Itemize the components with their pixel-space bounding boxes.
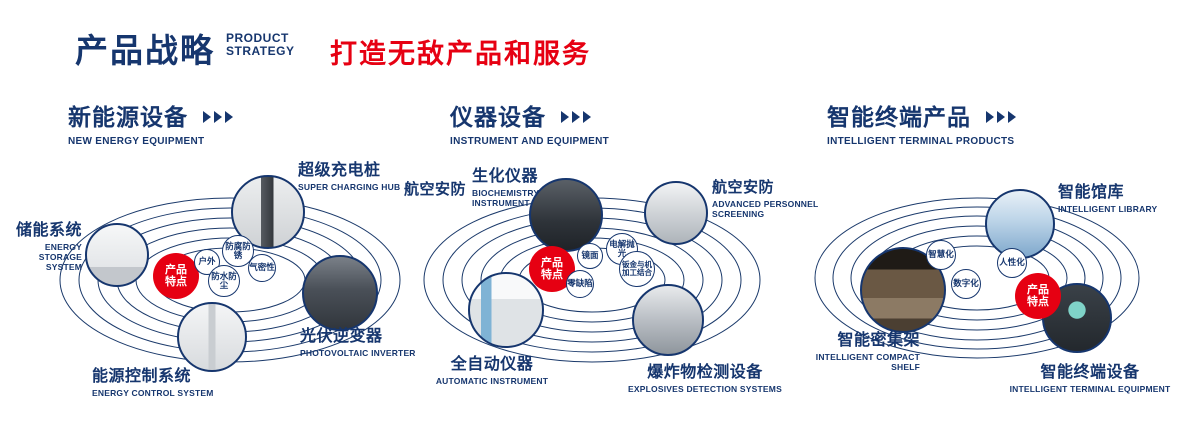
triple-arrow-icon: [200, 102, 233, 129]
feature-bubble-waterproof: 防水防尘: [208, 265, 240, 297]
label-zh: 超级充电桩: [298, 162, 381, 179]
label-zh: 智能终端设备: [1040, 364, 1140, 381]
section-subtitle-new-energy: NEW ENERGY EQUIPMENT: [68, 136, 205, 147]
label-intelligent-terminal-equipment: 智能终端设备 INTELLIGENT TERMINAL EQUIPMENT: [1005, 358, 1175, 394]
feature-bubble-humanized: 人性化: [997, 248, 1027, 278]
label-intelligent-compact-shelf: 智能密集架 INTELLIGENT COMPACT SHELF: [812, 326, 920, 372]
feature-label: 电解抛光: [609, 238, 635, 258]
label-photovoltaic-inverter: 光伏逆变器 PHOTOVOLTAIC INVERTER: [300, 322, 420, 358]
feature-label: 钣金与机加工结合: [622, 259, 652, 277]
label-zh: 能源控制系统: [92, 368, 192, 385]
page-title-en: PRODUCT STRATEGY: [226, 32, 294, 58]
photo-aviation-security: [644, 181, 708, 245]
orbit-diagram-terminal: 产品特点 智慧化 人性化 数字化 智能馆库 INTELLIGENT LIBRAR…: [810, 150, 1200, 422]
product-features-badge: 产品特点: [153, 253, 199, 299]
orbit-diagram-new-energy: 产品特点 户外 防腐防锈 气密性 防水防尘 超级充电桩 SUPER CHARGI…: [0, 150, 460, 422]
label-en: SUPER CHARGING HUB: [298, 182, 401, 192]
label-intelligent-library: 智能馆库 INTELLIGENT LIBRARY: [1058, 178, 1188, 214]
product-features-badge: 产品特点: [1015, 273, 1061, 319]
page-title: 产品战略: [75, 32, 215, 69]
label-en: ENERGY STORAGE SYSTEM: [38, 242, 82, 272]
photo-super-charging-hub: [231, 175, 305, 249]
label-energy-storage: 储能系统 ENERGY STORAGE SYSTEM: [2, 216, 82, 272]
label-super-charging-hub: 超级充电桩 SUPER CHARGING HUB: [298, 156, 408, 192]
feature-label: 防腐防锈: [225, 240, 251, 260]
photo-explosives-detection: [632, 284, 704, 356]
photo-energy-storage: [85, 223, 149, 287]
page-title-en-line1: PRODUCT: [226, 31, 289, 45]
slogan: 打造无敌产品和服务: [330, 39, 591, 69]
product-features-badge-label: 产品特点: [165, 264, 187, 288]
label-en: INTELLIGENT TERMINAL EQUIPMENT: [1009, 384, 1171, 394]
section-title-terminal: 智能终端产品: [827, 104, 971, 130]
section-title-instrument: 仪器设备: [450, 104, 546, 130]
feature-bubble-zero-defect: 零缺陷: [566, 270, 594, 298]
triple-arrow-icon: [983, 102, 1016, 129]
photo-photovoltaic-inverter: [302, 255, 378, 331]
label-en: ENERGY CONTROL SYSTEM: [92, 388, 214, 398]
label-en: AUTOMATIC INSTRUMENT: [435, 376, 549, 386]
feature-label: 气密性: [249, 262, 275, 273]
label-en: EXPLOSIVES DETECTION SYSTEMS: [628, 384, 782, 394]
label-automatic-instrument: 全自动仪器 AUTOMATIC INSTRUMENT: [422, 350, 562, 386]
label-zh: 航空安防: [712, 179, 775, 196]
feature-bubble-digital: 数字化: [951, 269, 981, 299]
section-subtitle-terminal: INTELLIGENT TERMINAL PRODUCTS: [827, 136, 1015, 147]
feature-label: 户外: [198, 256, 216, 267]
label-explosives-detection: 爆炸物检测设备 EXPLOSIVES DETECTION SYSTEMS: [625, 358, 785, 394]
label-en: ADVANCED PERSONNEL SCREENING: [712, 199, 819, 219]
product-features-badge-label: 产品特点: [541, 257, 563, 281]
photo-intelligent-library: [985, 189, 1055, 259]
feature-label: 镜面: [581, 250, 599, 261]
feature-label: 数字化: [953, 278, 979, 289]
section-header-terminal: 智能终端产品 INTELLIGENT TERMINAL PRODUCTS: [827, 98, 1016, 147]
section-header-new-energy: 新能源设备 NEW ENERGY EQUIPMENT: [68, 98, 233, 147]
label-energy-control: 能源控制系统 ENERGY CONTROL SYSTEM: [92, 362, 222, 398]
label-zh: 智能馆库: [1058, 184, 1125, 201]
label-zh: 全自动仪器: [450, 356, 534, 373]
label-zh: 生化仪器: [472, 168, 539, 185]
feature-bubble-mirror: 镜面: [577, 243, 603, 269]
page-title-en-line2: STRATEGY: [226, 44, 295, 58]
label-en: BIOCHEMISTRY INSTRUMENT: [472, 188, 540, 208]
photo-biochemistry-instrument: [529, 178, 603, 252]
photo-energy-control: [177, 302, 247, 372]
section-subtitle-instrument: INSTRUMENT AND EQUIPMENT: [450, 136, 610, 147]
label-zh: 智能密集架: [837, 332, 920, 349]
label-en: INTELLIGENT LIBRARY: [1058, 204, 1158, 214]
triple-arrow-icon: [558, 102, 591, 129]
label-zh: 储能系统: [15, 222, 82, 239]
label-zh: 航空安防: [404, 181, 467, 198]
label-en: PHOTOVOLTAIC INVERTER: [300, 348, 416, 358]
section-header-instrument: 仪器设备 INSTRUMENT AND EQUIPMENT: [450, 98, 609, 147]
product-features-badge-label: 产品特点: [1027, 284, 1049, 308]
section-title-new-energy: 新能源设备: [68, 104, 188, 130]
orbit-diagram-instrument: 产品特点 镜面 电解抛光 零缺陷 钣金与机加工结合 航空安防 生化仪器 BIOC…: [400, 150, 820, 422]
label-en: INTELLIGENT COMPACT SHELF: [815, 352, 920, 372]
label-zh: 光伏逆变器: [300, 328, 383, 345]
feature-bubble-airtight: 气密性: [248, 254, 276, 282]
feature-label: 人性化: [999, 257, 1025, 268]
photo-automatic-instrument: [468, 272, 544, 348]
feature-label: 智慧化: [928, 249, 954, 260]
feature-bubble-anticorrosion: 防腐防锈: [222, 235, 254, 267]
label-zh: 爆炸物检测设备: [647, 364, 763, 381]
label-biochemistry-instrument: 生化仪器 BIOCHEMISTRY INSTRUMENT: [472, 162, 567, 208]
label-aviation-security-left: 航空安防: [404, 178, 466, 199]
feature-label: 零缺陷: [567, 278, 593, 289]
feature-bubble-smart: 智慧化: [926, 240, 956, 270]
feature-label: 防水防尘: [211, 270, 237, 290]
label-aviation-security-right: 航空安防 ADVANCED PERSONNEL SCREENING: [712, 176, 820, 219]
feature-bubble-sheetmetal: 钣金与机加工结合: [619, 251, 655, 287]
